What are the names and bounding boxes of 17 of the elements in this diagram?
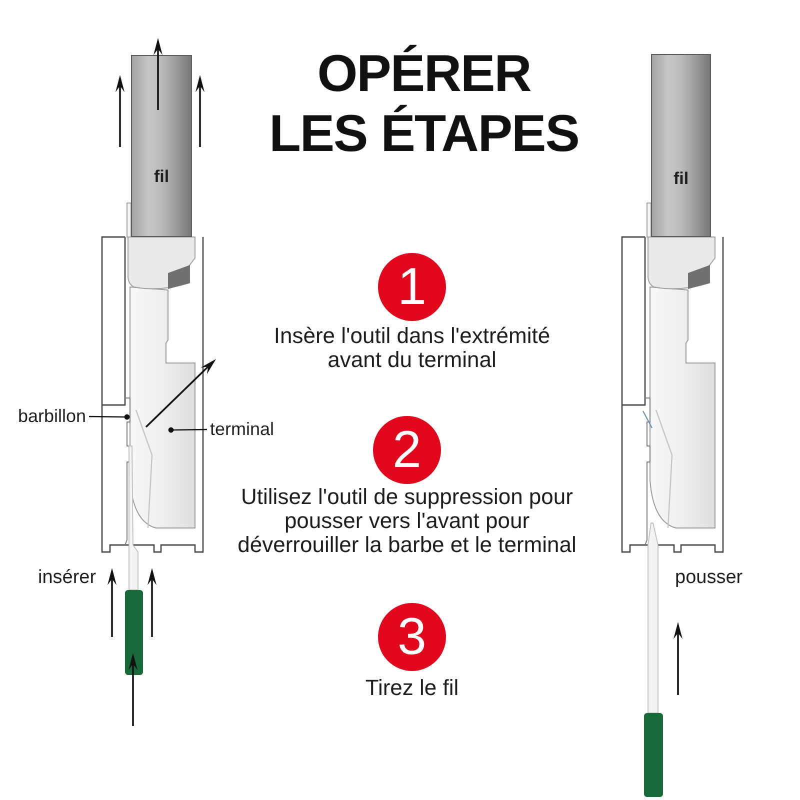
part-label: fil bbox=[154, 167, 170, 187]
action-label: pousser bbox=[675, 567, 743, 589]
leader-line bbox=[89, 414, 130, 420]
title: OPÉRER LES ÉTAPES bbox=[268, 44, 580, 164]
wire bbox=[651, 54, 711, 237]
wire bbox=[131, 55, 192, 237]
step-number-circle: 2 bbox=[373, 416, 441, 484]
step-number-circle: 1 bbox=[378, 253, 446, 321]
part-label: terminal bbox=[210, 418, 274, 440]
leader-line bbox=[168, 427, 207, 433]
part-label: fil bbox=[673, 169, 689, 189]
step-instruction: Insère l'outil dans l'extrémité avant du terminal bbox=[272, 324, 552, 372]
step-instruction: Tirez le fil bbox=[364, 676, 460, 700]
part-label: barbillon bbox=[18, 405, 86, 427]
step-number-circle: 3 bbox=[378, 603, 446, 671]
action-label: insérer bbox=[38, 567, 96, 589]
step-instruction: Utilisez l'outil de suppression pour pousser vers l'avant pour déverrouiller la barbe et le terminal bbox=[236, 485, 578, 557]
